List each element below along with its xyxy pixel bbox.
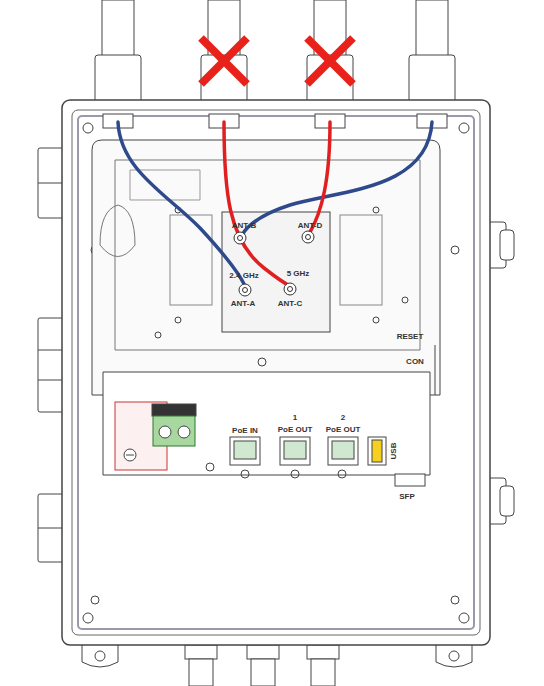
part-label: PoE IN [232, 427, 258, 435]
part-label: CON [406, 358, 424, 366]
mounting-tabs-and-glands [82, 640, 472, 686]
part-label: 1 [293, 414, 297, 422]
part-label: 5 GHz [287, 270, 310, 278]
part-label: ANT-D [298, 222, 322, 230]
part-label: ANT-C [278, 300, 302, 308]
io-board [103, 372, 430, 486]
part-label: USB [390, 443, 398, 460]
part-label: RESET [397, 333, 424, 341]
part-label: ANT-A [231, 300, 255, 308]
part-label: PoE OUT [326, 426, 361, 434]
antenna-cables [118, 122, 432, 286]
disabled-antenna-marks [201, 38, 353, 84]
part-label: ANT-B [232, 222, 256, 230]
antennas [95, 0, 455, 115]
part-label: 2.4 GHz [229, 272, 258, 280]
part-label: PoE OUT [278, 426, 313, 434]
part-label: 2 [341, 414, 345, 422]
hinges [38, 148, 64, 562]
latches [488, 222, 514, 524]
enclosure-body [62, 100, 490, 645]
part-label: SFP [399, 493, 415, 501]
antenna-connectors [234, 231, 314, 296]
